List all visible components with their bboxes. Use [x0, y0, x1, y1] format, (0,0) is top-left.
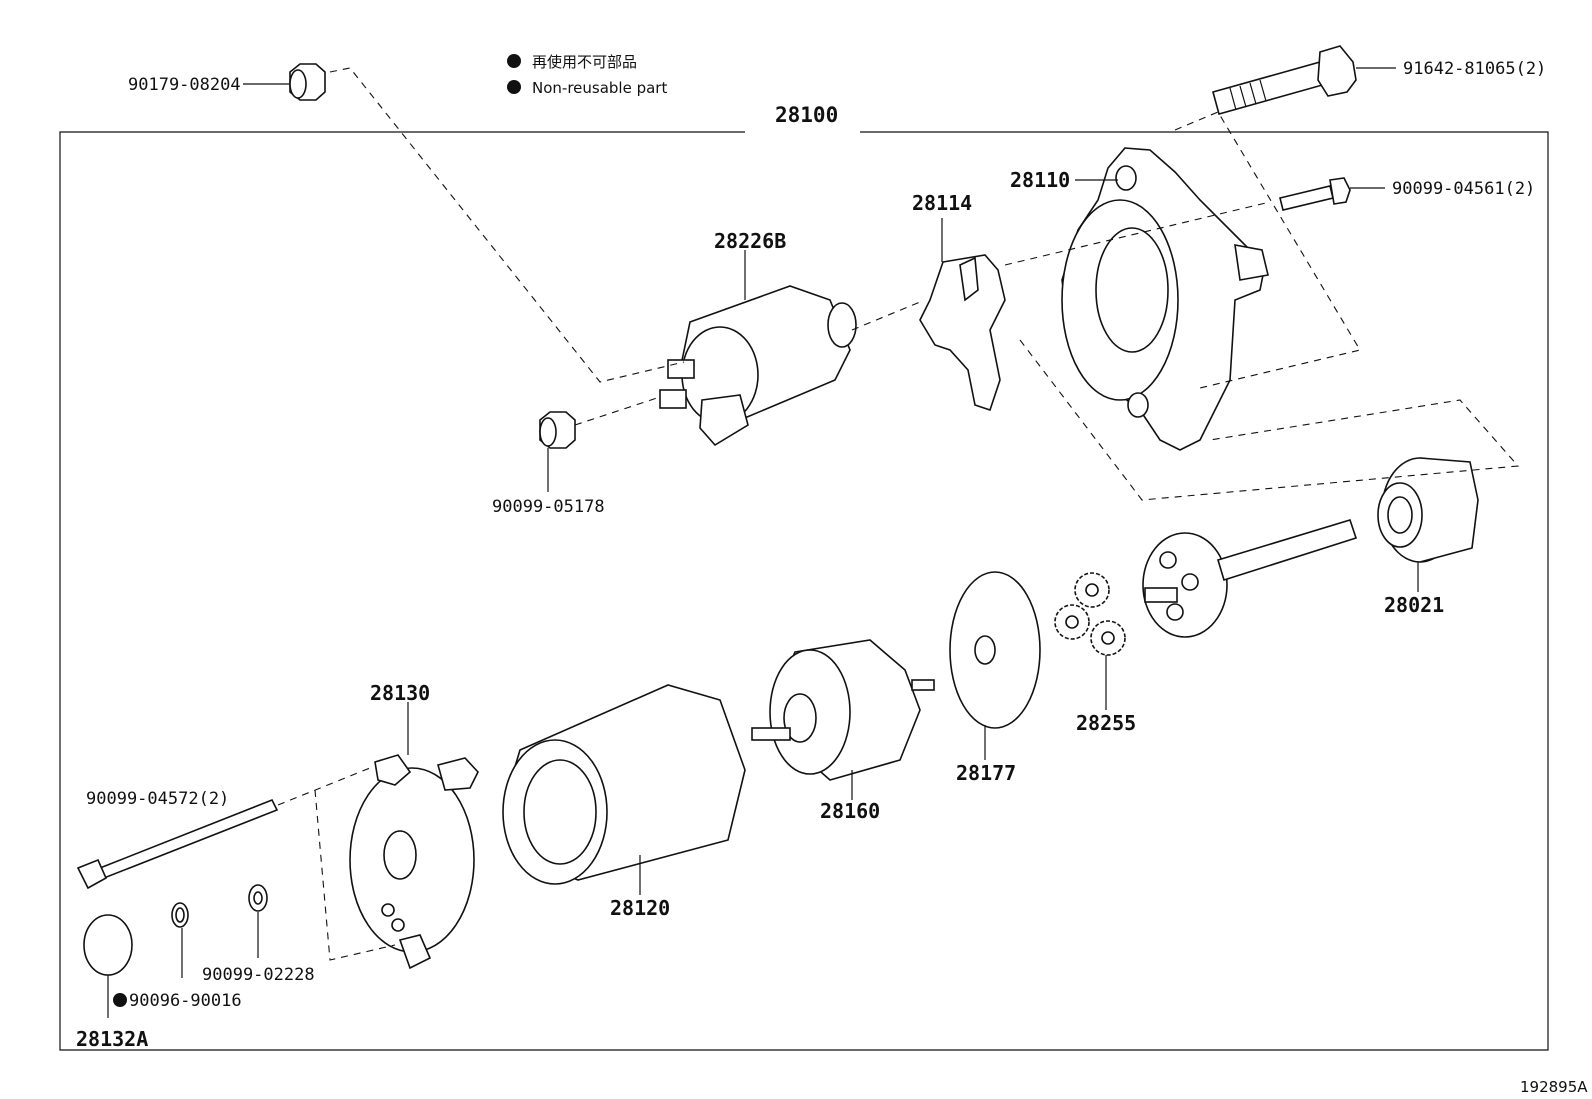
callout-28160[interactable]: 28160: [820, 799, 880, 823]
assembly-number[interactable]: 28100: [775, 103, 838, 127]
leader-lines: [107, 67, 1419, 1018]
part-28255-planetary-gears[interactable]: [1054, 572, 1126, 656]
part-28120-yoke[interactable]: [502, 684, 746, 885]
part-90099-04561-bolt[interactable]: [1279, 177, 1351, 211]
callout-28120[interactable]: 28120: [610, 896, 670, 920]
part-90099-02228-washer[interactable]: [248, 884, 268, 912]
legend-english: Non-reusable part: [532, 79, 667, 97]
legend-japanese: 再使用不可部品: [532, 53, 637, 71]
part-91642-81065-bolt[interactable]: [1212, 45, 1357, 115]
callout-28226B[interactable]: 28226B: [714, 229, 786, 253]
callout-28132A[interactable]: 28132A: [76, 1027, 148, 1051]
callout-91642-81065[interactable]: 91642-81065(2): [1403, 59, 1546, 79]
callout-90099-02228[interactable]: 90099-02228: [202, 965, 315, 985]
callout-28130[interactable]: 28130: [370, 681, 430, 705]
part-28114-lever[interactable]: [919, 254, 1006, 412]
part-28177-plate[interactable]: [949, 571, 1041, 729]
part-28160-armature[interactable]: [751, 639, 935, 781]
part-90099-04572-through-bolt[interactable]: [76, 798, 279, 890]
part-90179-08204-nut[interactable]: [289, 63, 326, 101]
part-28130-end-frame[interactable]: [349, 754, 479, 970]
callout-90096-90016[interactable]: 90096-90016: [129, 991, 242, 1011]
dashed-assembly-lines: [277, 67, 1520, 961]
callout-90099-05178[interactable]: 90099-05178: [492, 497, 605, 517]
legend: 再使用不可部品 Non-reusable part: [507, 53, 667, 97]
callout-28110[interactable]: 28110: [1010, 168, 1070, 192]
callout-28021[interactable]: 28021: [1384, 593, 1444, 617]
part-28132A-cap[interactable]: [83, 914, 133, 976]
assembly-frame: [59, 131, 1549, 1051]
callout-90099-04572[interactable]: 90099-04572(2): [86, 789, 229, 809]
callout-90179-08204[interactable]: 90179-08204: [128, 75, 241, 95]
callout-28255[interactable]: 28255: [1076, 711, 1136, 735]
drawing-number: 192895A: [1520, 1078, 1588, 1096]
part-28021-pinion-clutch[interactable]: [1377, 457, 1479, 563]
part-90099-05178-nut[interactable]: [539, 411, 576, 449]
non-reusable-marker-icon: [113, 993, 127, 1007]
part-90096-90016-oring[interactable]: [171, 902, 189, 928]
non-reusable-marker-icon: [507, 80, 521, 94]
callout-28177[interactable]: 28177: [956, 761, 1016, 785]
part-output-shaft-carrier[interactable]: [1142, 519, 1358, 638]
callout-labels: 90179-08204 91642-81065(2) 28110 90099-0…: [76, 59, 1546, 1051]
callout-28114[interactable]: 28114: [912, 191, 972, 215]
non-reusable-marker-icon: [507, 54, 521, 68]
part-28110-housing[interactable]: [1061, 147, 1269, 451]
callout-90099-04561[interactable]: 90099-04561(2): [1392, 179, 1535, 199]
part-28226B-solenoid[interactable]: [659, 285, 857, 447]
